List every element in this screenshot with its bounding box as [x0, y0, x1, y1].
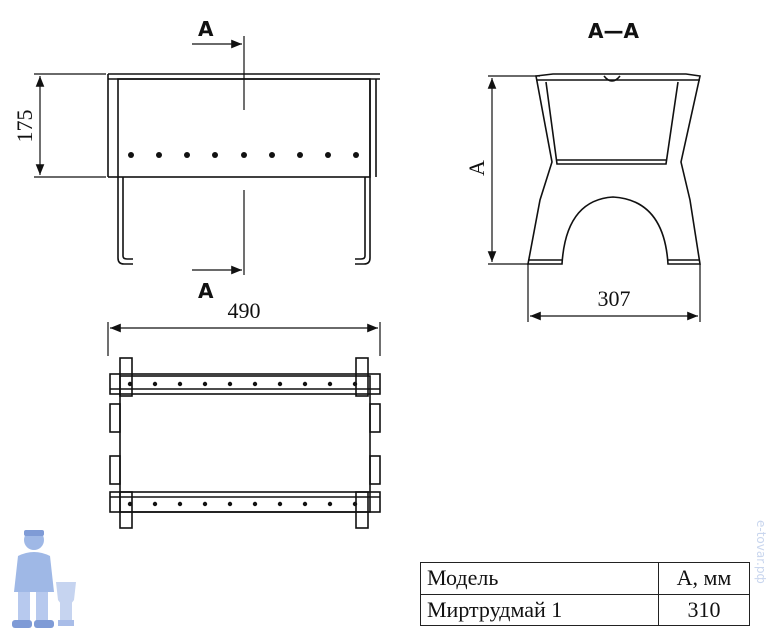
top-side-tab-2 — [109, 455, 121, 485]
front-left-leg-inner — [122, 177, 133, 260]
air-hole — [297, 152, 303, 158]
air-hole — [353, 152, 359, 158]
front-right-leg-inner — [355, 177, 366, 260]
air-hole — [252, 501, 258, 507]
air-hole — [177, 381, 183, 387]
air-hole — [269, 152, 275, 158]
section-view: A—A A 307 — [464, 19, 701, 322]
air-hole — [127, 381, 133, 387]
section-outer-profile — [527, 73, 701, 265]
front-right-leg-outer — [355, 79, 371, 265]
air-hole — [202, 501, 208, 507]
spec-table: Модель A, мм Миртрудмай 1 310 — [420, 562, 750, 626]
air-hole — [152, 501, 158, 507]
air-hole — [325, 152, 331, 158]
top-rail-lower — [109, 491, 381, 513]
top-view: 490 — [107, 298, 381, 529]
spec-table-header-row: Модель A, мм — [420, 562, 750, 595]
air-hole — [202, 381, 208, 387]
air-hole — [252, 381, 258, 387]
air-hole — [184, 152, 190, 158]
dim-a-label: A — [464, 160, 489, 176]
front-air-holes — [128, 152, 359, 158]
watermark: e-tovar.рф — [754, 520, 768, 584]
air-hole — [212, 152, 218, 158]
air-hole — [227, 381, 233, 387]
top-leg-tab-4 — [355, 491, 369, 529]
air-hole — [277, 381, 283, 387]
plumber-mascot-logo — [12, 530, 76, 628]
air-hole — [327, 501, 333, 507]
air-hole — [241, 152, 247, 158]
top-leg-tab-2 — [355, 357, 369, 397]
air-hole — [352, 381, 358, 387]
section-top-notch — [603, 75, 621, 82]
section-title: A—A — [588, 19, 639, 43]
dim-175-label: 175 — [12, 110, 37, 143]
dim-490-label: 490 — [228, 298, 261, 323]
dim-307-label: 307 — [598, 286, 631, 311]
air-hole — [152, 381, 158, 387]
air-hole — [302, 381, 308, 387]
section-mark-bottom: A — [198, 279, 214, 303]
top-air-holes — [127, 381, 358, 507]
front-view: A A 175 — [12, 17, 380, 303]
front-left-leg-outer — [117, 177, 133, 265]
air-hole — [127, 501, 133, 507]
spec-cell-model: Миртрудмай 1 — [420, 593, 659, 626]
spec-header-model: Модель — [420, 562, 659, 595]
top-side-tab-3 — [369, 403, 381, 433]
air-hole — [128, 152, 134, 158]
air-hole — [156, 152, 162, 158]
table-row: Миртрудмай 1 310 — [420, 593, 750, 626]
air-hole — [177, 501, 183, 507]
section-mark-top: A — [198, 17, 214, 41]
top-leg-tab-3 — [119, 491, 133, 529]
spec-cell-a-value: 310 — [658, 593, 750, 626]
air-hole — [302, 501, 308, 507]
top-side-tab-1 — [109, 403, 121, 433]
top-leg-tab-1 — [119, 357, 133, 397]
top-side-tab-4 — [369, 455, 381, 485]
air-hole — [277, 501, 283, 507]
spec-header-a: A, мм — [658, 562, 750, 595]
top-rail-upper — [109, 373, 381, 395]
section-inner-wall — [545, 81, 679, 165]
air-hole — [352, 501, 358, 507]
air-hole — [327, 381, 333, 387]
air-hole — [227, 501, 233, 507]
